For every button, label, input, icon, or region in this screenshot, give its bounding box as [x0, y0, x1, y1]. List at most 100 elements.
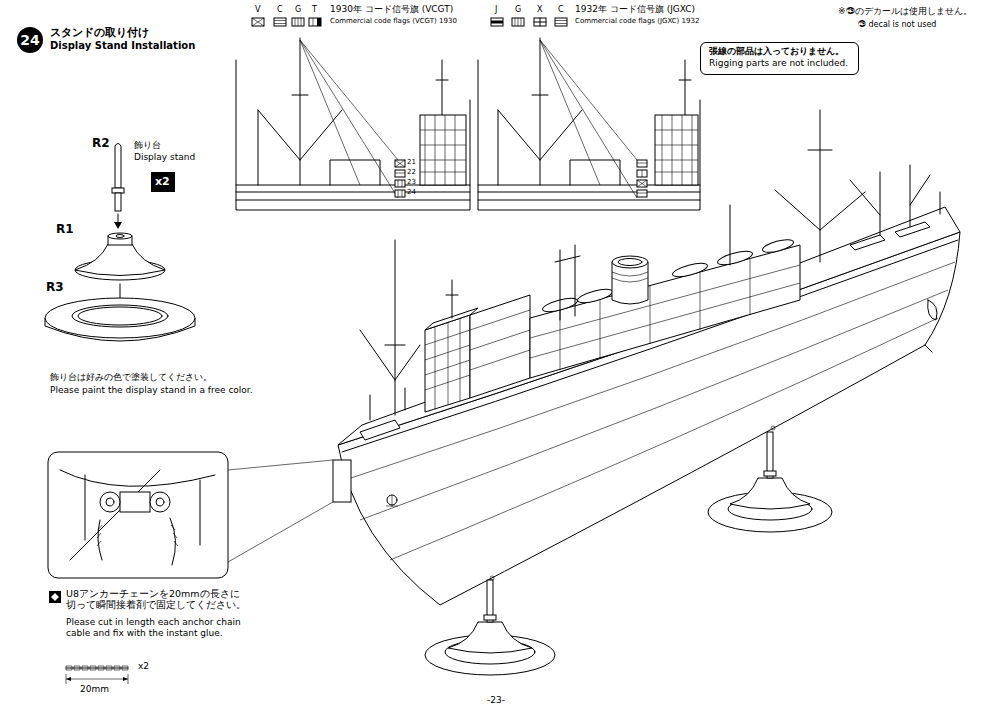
stand-parts-part [75, 244, 165, 276]
step-title: Display Stand Installation [50, 40, 195, 52]
display-stand-part [764, 471, 776, 476]
side-view-1932-part [655, 115, 698, 185]
ship-part [530, 245, 800, 378]
code-flags-part [295, 18, 301, 26]
decal-note: ※㉙のデカールは使用しません。 [838, 6, 972, 17]
ship [338, 110, 960, 605]
detail-inset-part [106, 498, 114, 506]
code-flags [252, 18, 567, 26]
code-flags-part [555, 21, 567, 24]
anchor-chain-note-part [66, 666, 128, 670]
side-view-1930-part [395, 190, 405, 197]
ship-part [530, 259, 800, 370]
side-view-1930-part [436, 60, 448, 115]
ship-part [360, 240, 420, 415]
side-view-1932-part [478, 60, 700, 210]
flag-letter: G [515, 5, 521, 15]
anchor-chain-note-part [66, 674, 128, 684]
node-text: Rigging parts are not included. [709, 58, 848, 70]
stand-parts-part [114, 222, 122, 229]
code-flags-part [555, 18, 567, 26]
display-stand [425, 432, 832, 675]
detail-inset [48, 452, 351, 578]
detail-inset-part [228, 460, 333, 562]
side-view-1930-part [420, 115, 466, 185]
display-stand-part [448, 622, 532, 653]
detail-inset-part [156, 498, 164, 506]
step-number: 24 [17, 27, 43, 53]
page-number: -23- [487, 695, 505, 706]
side-view-1930-part [330, 160, 380, 185]
ship-part [925, 300, 937, 352]
quantity: x2 [138, 661, 149, 672]
stand-parts-part [108, 233, 132, 239]
paint-note: Please paint the display stand in a free… [50, 385, 253, 396]
code-flags-part [317, 18, 321, 26]
ship-part [425, 310, 530, 409]
code-flags-part [252, 18, 264, 26]
ship-part [775, 110, 865, 262]
side-view-1932-part [570, 160, 620, 185]
ship-part [446, 280, 458, 318]
anchor-chain-note-part [66, 668, 128, 669]
part-caption: 飾り台 [134, 140, 161, 151]
side-view-1930-part [236, 185, 470, 200]
instruction-text: U8アンカーチェーンを20mmの長さに切って瞬間接着剤で固定してください。 [66, 588, 248, 611]
side-view-1932-part [637, 163, 647, 193]
detail-inset-part [150, 492, 170, 512]
paint-note: 飾り台は好みの色で塗装してください。 [50, 372, 212, 383]
side-view-1930-part [300, 40, 398, 198]
code-flags-part [252, 18, 264, 26]
side-view-1930-part [236, 60, 470, 210]
stand-parts-part [115, 193, 121, 211]
flag-letter: T [312, 5, 317, 15]
ship-part [850, 235, 885, 250]
ship-part [386, 495, 398, 507]
side-view-1932-part [637, 160, 647, 167]
code-flags-part [274, 18, 286, 26]
detail-inset-part [85, 475, 200, 565]
flag-letter: J [495, 5, 497, 15]
side-view-1930-part [395, 180, 405, 187]
code-flags-part [534, 18, 546, 26]
detail-inset-part [48, 452, 228, 578]
flag-letter: X [537, 5, 542, 15]
code-flags-part [534, 18, 546, 26]
flag-heading: Commercial code flags (JGXC) 1932 [575, 17, 699, 25]
ship-part [555, 245, 580, 320]
ship-part [425, 315, 470, 412]
node-text: 張線の部品は入っておりません。 [709, 46, 844, 58]
side-view-1932-part [637, 190, 647, 197]
flag-heading: 1932年 コード信号旗 (JGXC) [575, 4, 695, 15]
detail-inset-part [333, 460, 351, 502]
stand-parts-part [78, 307, 162, 325]
part-caption: Display stand [134, 152, 195, 163]
ship-part [716, 249, 753, 268]
anchor-chain-note-part [66, 677, 128, 681]
side-view-1932 [478, 38, 700, 210]
code-flags-part [515, 18, 521, 26]
side-view-1930 [236, 38, 470, 210]
decal-number: 21 [407, 158, 416, 166]
side-view-1930-part [395, 160, 405, 197]
decal-number: 22 [407, 168, 416, 176]
stand-parts-part [72, 305, 168, 327]
anchor-chain-note-part [49, 591, 61, 603]
code-flags-part [491, 18, 503, 26]
note-box: 張線の部品は入っておりません。Rigging parts are not inc… [700, 42, 859, 75]
ship-part [771, 426, 775, 430]
side-view-1932-part [540, 40, 637, 198]
quantity-box: x2 [151, 172, 175, 192]
stand-parts-part [115, 144, 121, 189]
code-flags-part [512, 18, 524, 26]
side-view-1932-part [679, 60, 691, 115]
display-stand-part [484, 615, 496, 620]
decal-number: 24 [407, 188, 416, 196]
code-flags-part [309, 18, 321, 26]
code-flags-part [274, 21, 286, 24]
ship-part [342, 240, 958, 452]
ship-part [895, 222, 930, 237]
ship-part [360, 420, 400, 440]
ship-part [730, 165, 940, 265]
display-stand-part [730, 478, 810, 509]
